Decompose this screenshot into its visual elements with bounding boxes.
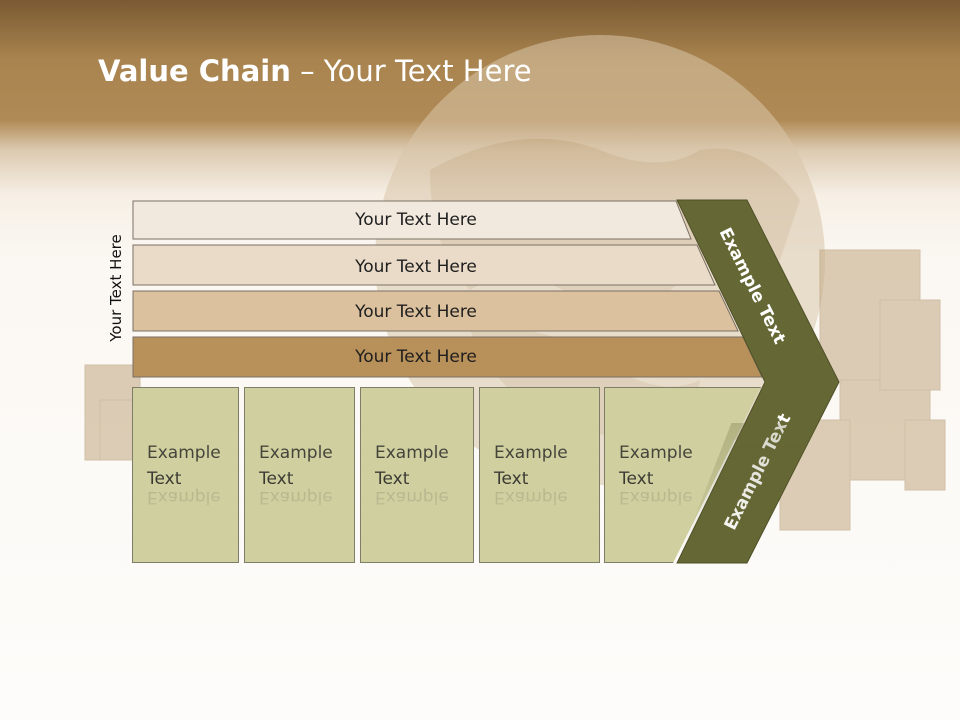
band-1-label: Your Text Here [354, 210, 477, 230]
band-2 [132, 244, 716, 286]
band-3-label: Your Text Here [354, 302, 477, 322]
chevron-arrow [676, 199, 840, 564]
band-3 [132, 290, 739, 332]
reflection-arrow [677, 383, 839, 563]
diagram-reflection: Example Example Example Example Example [0, 383, 960, 563]
band-4 [132, 336, 763, 378]
band-1 [132, 200, 692, 240]
band-4-label: Your Text Here [354, 347, 477, 367]
title-rest: – Your Text Here [290, 54, 532, 88]
title-bold: Value Chain [98, 54, 291, 88]
slide-title: Value Chain – Your Text Here [98, 54, 532, 88]
band-2-label: Your Text Here [354, 257, 477, 277]
